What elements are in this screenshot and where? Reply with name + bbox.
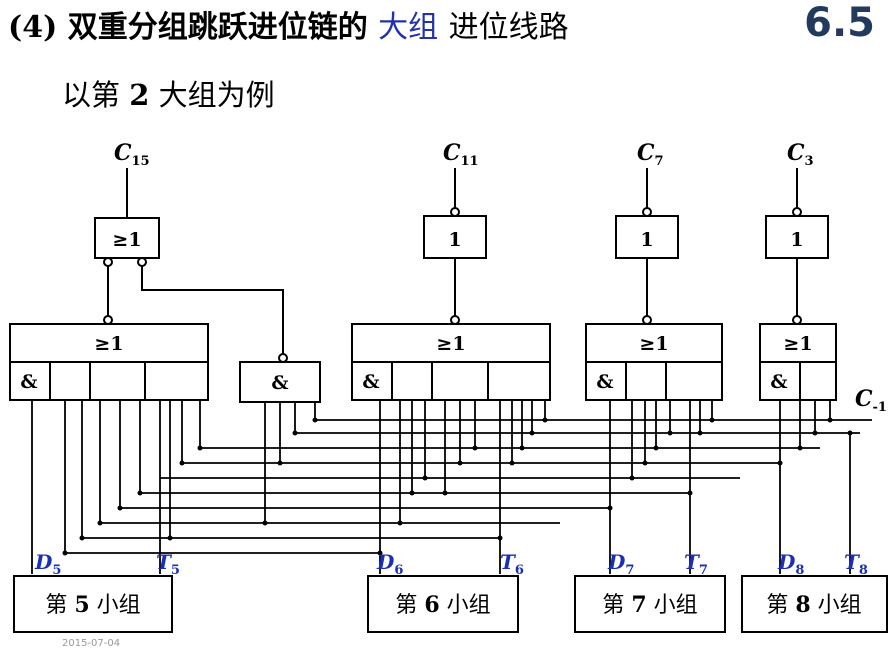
andor8-and-symbol: & — [770, 371, 787, 393]
subtitle-pre: 以第 — [62, 78, 121, 112]
slide-title: (4) 双重分组跳跃进位链的 大组 进位线路 — [8, 2, 569, 50]
c7-buffer-symbol: 1 — [640, 229, 653, 251]
andor7-and-symbol: & — [596, 371, 613, 393]
subtitle-num: 2 — [129, 78, 150, 112]
t7-label: T7 — [684, 550, 708, 578]
c3-label: C3 — [787, 140, 814, 169]
group-5-label: 第 5 小组 — [45, 592, 140, 618]
andor8-or-symbol: ≥1 — [783, 333, 812, 355]
andor5-and-section — [9, 361, 209, 401]
c7-label: C7 — [637, 140, 664, 169]
c15-or-gate — [94, 217, 160, 259]
subtitle: 以第 2 大组为例 — [62, 72, 275, 114]
c11-label: C11 — [443, 140, 479, 169]
andor5-output-inverter — [103, 315, 113, 325]
andor8-and-section — [759, 361, 837, 401]
section-number: 6.5 — [804, 0, 875, 46]
title-suffix: 进位线路 — [448, 10, 569, 45]
t6-label: T6 — [500, 550, 524, 578]
group-5-box — [13, 575, 173, 633]
d6-label: D6 — [376, 550, 403, 578]
group-8-label: 第 8 小组 — [766, 592, 861, 618]
d7-label: D7 — [607, 550, 634, 578]
c3-buffer-symbol: 1 — [790, 229, 803, 251]
group-7-label: 第 7 小组 — [602, 592, 697, 618]
group-8-box — [741, 575, 888, 633]
d8-label: D8 — [777, 550, 804, 578]
d5-label: D5 — [34, 550, 61, 578]
subtitle-post: 大组为例 — [158, 78, 275, 112]
and-gate-symbol: & — [271, 372, 288, 394]
footer-date: 2015-07-04 — [62, 638, 121, 649]
group-6-box — [367, 575, 519, 633]
group-7-box — [574, 575, 726, 633]
c15-or-input-inverter-2 — [137, 257, 147, 267]
andor6-or-symbol: ≥1 — [436, 333, 465, 355]
c-1-label: C-1 — [855, 386, 887, 415]
andor6-and-section — [351, 361, 551, 401]
andor7-or-symbol: ≥1 — [639, 333, 668, 355]
andor5-and-symbol: & — [20, 371, 37, 393]
c15-or-input-inverter-1 — [103, 257, 113, 267]
t5-label: T5 — [156, 550, 180, 578]
c15-label: C15 — [114, 140, 150, 169]
andor5-or-symbol: ≥1 — [94, 333, 123, 355]
group-6-label: 第 6 小组 — [395, 592, 490, 618]
andor7-and-section — [585, 361, 723, 401]
c15-wire-to-and — [141, 266, 284, 354]
t8-label: T8 — [844, 550, 868, 578]
c11-buffer-symbol: 1 — [448, 229, 461, 251]
title-prefix: (4) 双重分组跳跃进位链的 — [8, 10, 368, 45]
c15-or-symbol: ≥1 — [112, 229, 141, 251]
title-highlight: 大组 — [378, 10, 439, 45]
andor6-and-symbol: & — [362, 371, 379, 393]
and-gate-output-inverter — [278, 353, 288, 363]
